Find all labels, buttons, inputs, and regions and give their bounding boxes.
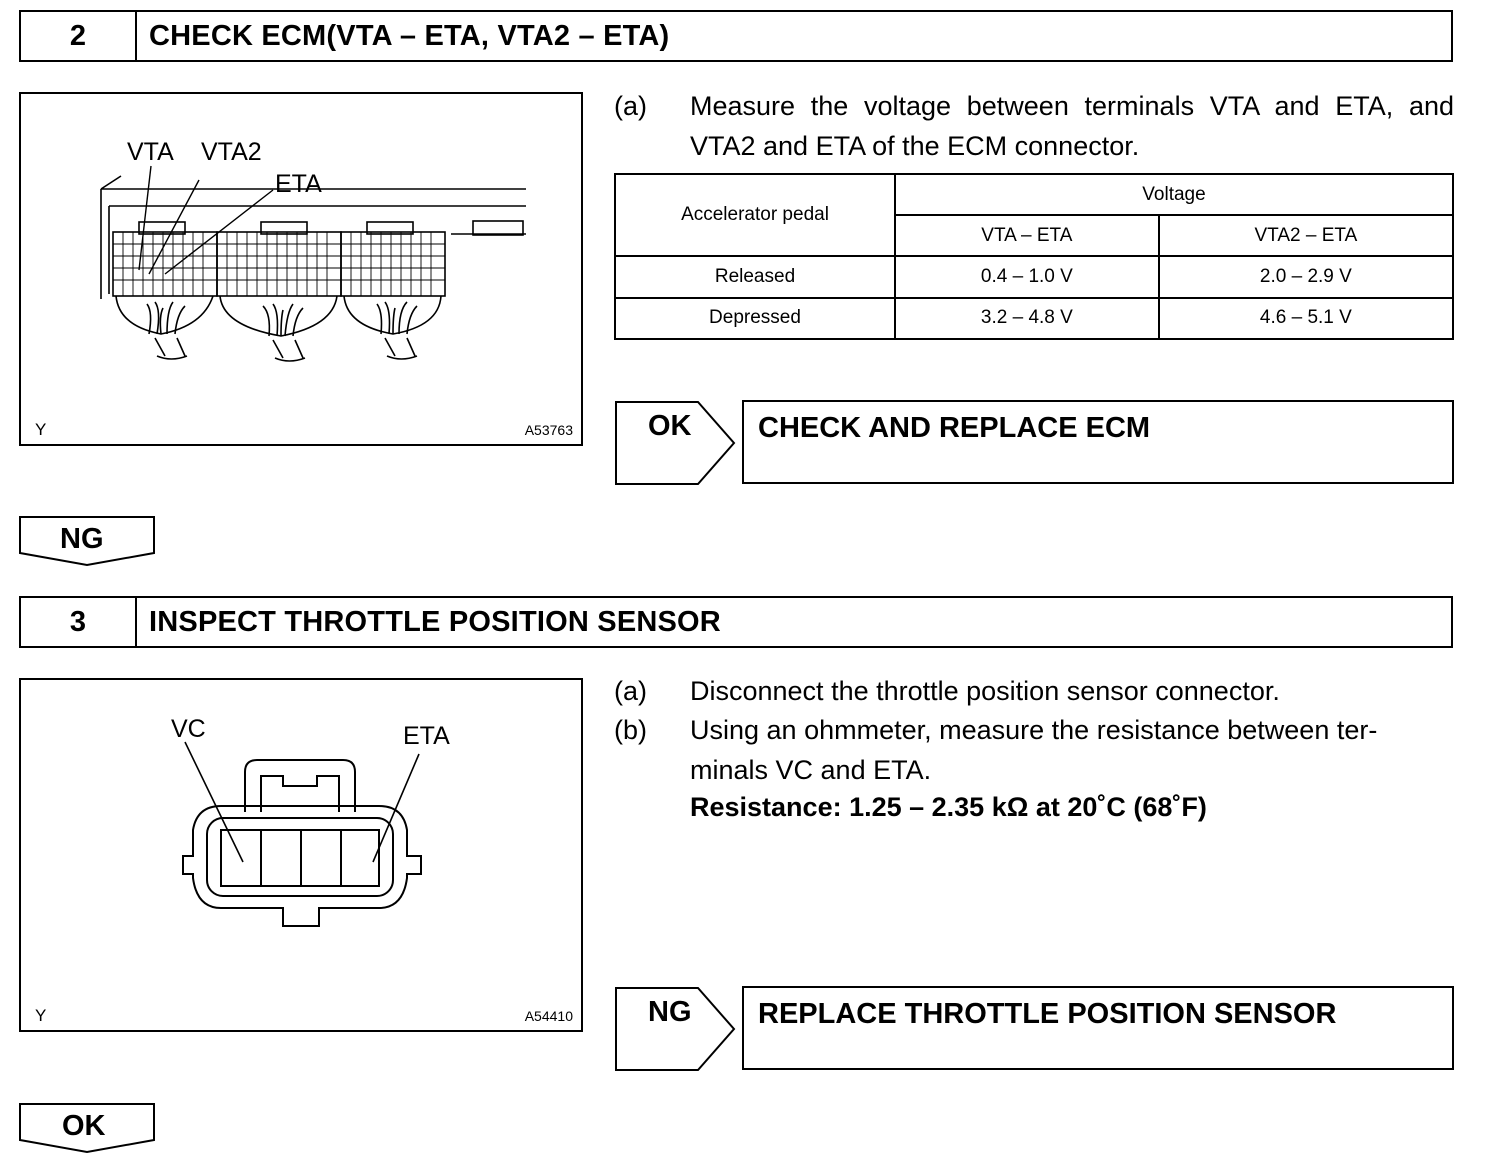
step-2-header: 2 CHECK ECM(VTA – ETA, VTA2 – ETA) xyxy=(19,10,1453,62)
ng-branch-tag: NG xyxy=(614,986,738,1072)
figure-code: A54410 xyxy=(524,1008,573,1024)
instruction-text: Measure the voltage between terminals VT… xyxy=(690,91,1454,161)
throttle-sensor-connector-figure: VC ETA Y A54410 xyxy=(19,678,583,1032)
instruction-marker: (a) xyxy=(614,91,647,121)
step-number: 3 xyxy=(21,598,137,646)
step-number: 2 xyxy=(21,12,137,60)
down-arrow-tag-icon xyxy=(19,1103,155,1154)
table-row: Depressed 3.2 – 4.8 V 4.6 – 5.1 V xyxy=(614,296,1455,340)
row-label: Depressed xyxy=(614,296,896,340)
figure-corner-left: Y xyxy=(35,1006,47,1025)
step-title: INSPECT THROTTLE POSITION SENSOR xyxy=(149,605,721,638)
voltage-table: Accelerator pedal Voltage VTA – ETA VTA2… xyxy=(614,173,1455,340)
ok-result-box: CHECK AND REPLACE ECM xyxy=(742,400,1454,484)
step-title: CHECK ECM(VTA – ETA, VTA2 – ETA) xyxy=(149,19,670,52)
column-header: VTA2 – ETA xyxy=(1157,214,1455,257)
cell-value: 4.6 – 5.1 V xyxy=(1157,296,1455,340)
row-header: Accelerator pedal xyxy=(614,173,896,257)
sensor-connector-illustration: VC ETA xyxy=(171,715,450,927)
right-arrow-tag-icon xyxy=(615,987,736,1071)
right-arrow-tag-icon xyxy=(615,401,736,485)
cell-value: 2.0 – 2.9 V xyxy=(1157,255,1455,299)
ok-branch-tag: OK xyxy=(614,400,738,486)
ng-tag-label: NG xyxy=(648,996,692,1028)
ok-branch-tag: OK xyxy=(18,1102,156,1154)
vta-label: VTA xyxy=(127,138,174,166)
instruction-a: (a) Disconnect the throttle position sen… xyxy=(614,671,1454,711)
instruction-text: Using an ohmmeter, measure the resistanc… xyxy=(690,715,1378,785)
ng-tag-label: NG xyxy=(60,523,104,555)
figure-corner-left: Y xyxy=(35,420,47,439)
eta-label: ETA xyxy=(275,170,322,198)
instruction-marker: (b) xyxy=(614,715,647,745)
ng-result-box: REPLACE THROTTLE POSITION SENSOR xyxy=(742,986,1454,1070)
vta2-label: VTA2 xyxy=(201,138,262,166)
ok-tag-label: OK xyxy=(62,1110,106,1142)
table-row: Released 0.4 – 1.0 V 2.0 – 2.9 V xyxy=(614,255,1455,299)
cell-value: 3.2 – 4.8 V xyxy=(894,296,1160,340)
step-3-header: 3 INSPECT THROTTLE POSITION SENSOR xyxy=(19,596,1453,648)
instruction-text: Disconnect the throttle position sensor … xyxy=(690,676,1280,706)
figure-code: A53763 xyxy=(524,422,573,438)
cell-value: 0.4 – 1.0 V xyxy=(894,255,1160,299)
instruction-marker: (a) xyxy=(614,676,647,706)
ecm-connector-figure: VTA VTA2 ETA Y A53763 xyxy=(19,92,583,446)
ok-tag-label: OK xyxy=(648,410,692,442)
column-header: VTA – ETA xyxy=(894,214,1160,257)
eta-label: ETA xyxy=(403,722,450,750)
down-arrow-tag-icon xyxy=(19,516,155,567)
row-label: Released xyxy=(614,255,896,299)
resistance-spec: Resistance: 1.25 – 2.35 kΩ at 20˚C (68˚F… xyxy=(690,792,1207,822)
voltage-group-header: Voltage xyxy=(894,173,1454,216)
ng-branch-tag: NG xyxy=(18,515,156,567)
ecm-connector-illustration: VTA VTA2 ETA xyxy=(100,138,526,362)
instruction-b: (b) Using an ohmmeter, measure the resis… xyxy=(614,710,1454,790)
instruction-a: (a) Measure the voltage between terminal… xyxy=(614,86,1454,166)
vc-label: VC xyxy=(171,715,206,743)
